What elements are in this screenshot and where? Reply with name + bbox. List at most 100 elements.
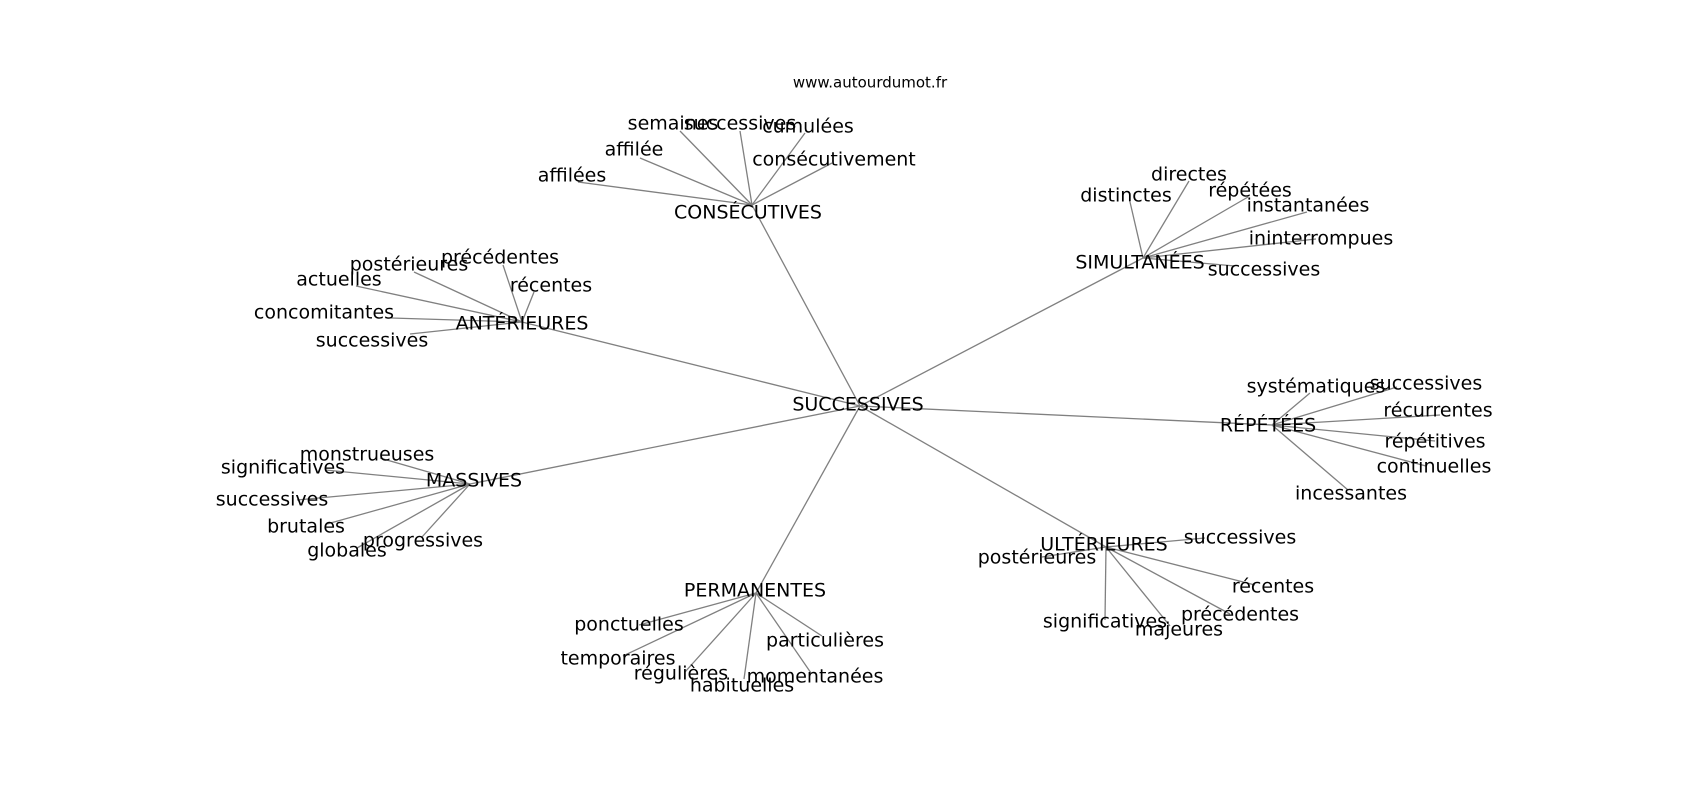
leaf-node: précédentes (441, 247, 559, 269)
edge-center-to-group (859, 257, 1144, 407)
leaf-node: successives (316, 330, 428, 352)
leaf-node: récurrentes (1383, 400, 1492, 422)
edge-center-to-group (859, 405, 1273, 426)
leaf-node: habituelles (690, 675, 794, 697)
edge-group-to-leaf (1105, 537, 1206, 548)
leaf-node: momentanées (747, 666, 884, 688)
leaf-node: monstrueuses (300, 444, 435, 466)
leaf-node: brutales (267, 516, 345, 538)
leaf-node: systématiques (1247, 376, 1386, 398)
edge-group-to-leaf (639, 157, 753, 206)
leaf-node: distinctes (1080, 185, 1172, 207)
edge-group-to-leaf (1105, 546, 1171, 627)
leaf-node: récentes (510, 275, 592, 297)
edge-center-to-group (469, 405, 861, 485)
edge-group-to-leaf (684, 592, 757, 673)
center-node: SUCCESSIVES (792, 394, 923, 416)
leaf-node: postérieures (350, 254, 469, 276)
leaf-node: postérieures (978, 547, 1097, 569)
leaf-node: instantanées (1247, 195, 1370, 217)
edge-center-to-group (755, 405, 861, 594)
edge-center-to-group (751, 204, 861, 407)
edge-group-to-leaf (751, 132, 806, 206)
edge-group-to-leaf (1271, 424, 1349, 491)
edge-group-to-leaf (1271, 414, 1441, 426)
edge-group-to-leaf (521, 291, 535, 323)
leaf-node: significatives (221, 457, 345, 479)
edge-group-to-leaf (1142, 196, 1249, 259)
leaf-node: majeures (1135, 619, 1223, 641)
edge-center-to-group (521, 321, 861, 407)
leaf-node: actuelles (296, 269, 381, 291)
leaf-node: régulières (634, 663, 728, 685)
edge-center-to-group (859, 405, 1107, 548)
edge-group-to-leaf (356, 483, 471, 549)
edge-group-to-leaf (1129, 201, 1144, 259)
edge-group-to-leaf (679, 130, 753, 206)
edge-group-to-leaf (326, 483, 471, 525)
edge-group-to-leaf (1271, 424, 1436, 442)
leaf-node: continuelles (1377, 456, 1492, 478)
edge-group-to-leaf (1271, 386, 1398, 426)
leaf-node: directes (1151, 164, 1227, 186)
group-node: SIMULTANÉES (1075, 251, 1204, 274)
edge-group-to-leaf (296, 483, 471, 501)
group-node: PERMANENTES (684, 580, 826, 602)
edge-group-to-leaf (1105, 546, 1256, 586)
edge-group-to-leaf (1105, 546, 1231, 615)
edge-group-to-leaf (409, 321, 523, 335)
edge-group-to-leaf (355, 285, 523, 323)
source-label: www.autourdumot.fr (793, 74, 948, 92)
leaf-node: ponctuelles (574, 614, 684, 636)
leaf-node: affilées (538, 165, 607, 187)
leaf-node: cumulées (762, 116, 854, 138)
leaf-node: significatives (1043, 611, 1167, 633)
edge-group-to-leaf (1142, 238, 1317, 259)
leaf-node: consécutivement (752, 149, 916, 171)
leaf-node: successives (684, 113, 796, 135)
leaf-node: globales (307, 540, 387, 562)
edge-group-to-leaf (577, 181, 753, 206)
group-node: CONSÉCUTIVES (674, 201, 822, 224)
leaf-node: particulières (766, 630, 884, 652)
edge-group-to-leaf (638, 592, 757, 626)
group-node: ULTÉRIEURES (1040, 533, 1167, 556)
leaf-node: semaines (628, 113, 719, 135)
leaf-node: successives (1370, 373, 1482, 395)
edge-group-to-leaf (379, 457, 471, 485)
leaf-node: progressives (363, 530, 483, 552)
edge-group-to-leaf (1142, 211, 1308, 259)
edge-group-to-leaf (751, 162, 833, 206)
edge-group-to-leaf (1104, 546, 1107, 621)
leaf-node: affilée (605, 139, 664, 161)
edge-group-to-leaf (1041, 546, 1107, 558)
edge-group-to-leaf (421, 483, 471, 538)
edge-group-to-leaf (390, 317, 523, 323)
graph-labels: www.autourdumot.fr semainessuccessivescu… (216, 74, 1493, 697)
leaf-node: concomitantes (254, 302, 394, 324)
group-node: RÉPÉTÉES (1220, 414, 1316, 437)
edge-group-to-leaf (755, 592, 812, 674)
leaf-node: récentes (1232, 576, 1314, 598)
leaf-node: répétitives (1384, 431, 1485, 453)
leaf-node: successives (1208, 259, 1320, 281)
leaf-node: précédentes (1181, 604, 1299, 626)
edge-group-to-leaf (1142, 180, 1190, 259)
edge-group-to-leaf (413, 271, 523, 323)
group-node: ANTÉRIEURES (456, 312, 589, 335)
leaf-node: successives (1184, 527, 1296, 549)
edge-group-to-leaf (1271, 424, 1427, 467)
edge-group-to-leaf (1271, 392, 1311, 426)
edge-group-to-leaf (743, 592, 757, 680)
edge-group-to-leaf (739, 130, 753, 206)
leaf-node: successives (216, 489, 328, 511)
leaf-node: répétées (1208, 180, 1292, 202)
leaf-node: incessantes (1295, 483, 1407, 505)
edge-group-to-leaf (755, 592, 823, 637)
graph-edges (296, 130, 1441, 680)
edge-group-to-leaf (324, 469, 471, 485)
group-node: MASSIVES (426, 470, 522, 492)
leaf-node: ininterrompues (1249, 228, 1393, 250)
edge-group-to-leaf (1142, 257, 1236, 267)
